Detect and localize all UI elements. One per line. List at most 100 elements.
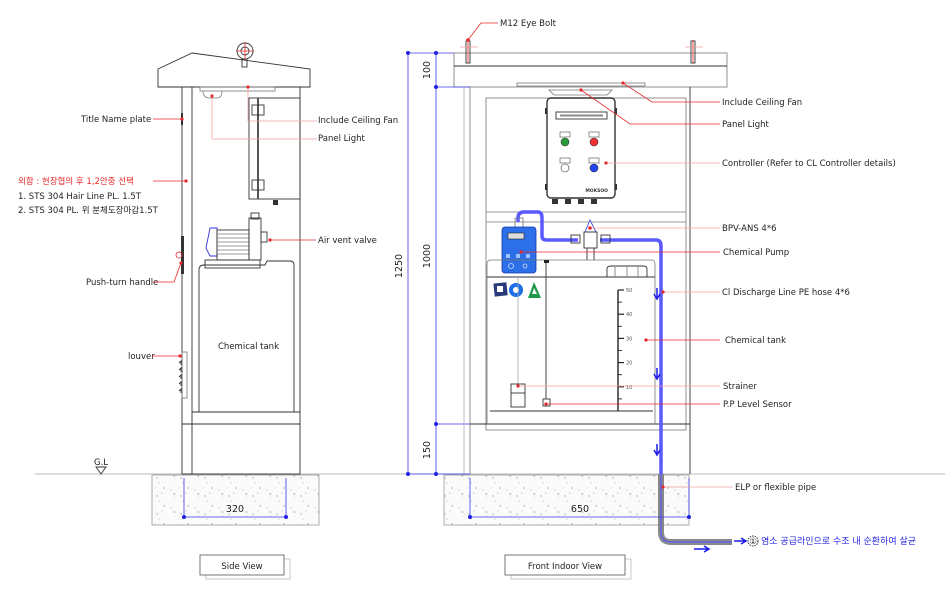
- red-lamp-icon: [589, 137, 599, 147]
- leader-controller: Controller (Refer to CL Controller detai…: [604, 159, 896, 169]
- down-arrow-icon: [653, 444, 661, 457]
- push-turn-handle-icon: [181, 236, 184, 274]
- outlet-note: ① 염소 공급라인으로 수조 내 순환하여 살균: [747, 535, 916, 547]
- side-body: [181, 86, 301, 475]
- outlet-note-text: 염소 공급라인으로 수조 내 순환하여 살균: [761, 535, 916, 547]
- front-foundation: [443, 474, 690, 526]
- scale-label: 50: [626, 288, 632, 294]
- leader-level-sensor: P.P Level Sensor: [544, 400, 792, 410]
- label-push-turn-handle: Push-turn handle: [86, 278, 158, 288]
- bpv-valve: [570, 219, 611, 260]
- label-front-panel-light: Panel Light: [722, 120, 770, 130]
- front-chemical-tank: 50 40 30 20 10: [486, 259, 656, 424]
- side-foundation: [151, 474, 320, 526]
- label-eye-bolt: M12 Eye Bolt: [500, 19, 557, 29]
- side-chemical-pump: [204, 212, 268, 269]
- controller-box: MOKSOO: [545, 97, 617, 204]
- side-view: Chemical tank 320 Title Name plate Inclu…: [18, 42, 398, 526]
- label-front-chemical-tank: Chemical tank: [725, 336, 786, 346]
- material-option-1: 1. STS 304 Hair Line PL. 1.5T: [18, 192, 142, 202]
- eye-bolt-icon: [236, 42, 254, 68]
- height-dimensions: 1250 100 1000 150: [394, 51, 470, 476]
- label-front-ceiling-fan: Include Ceiling Fan: [722, 98, 802, 108]
- side-view-title: Side View: [199, 554, 291, 580]
- ground-level-label: G.L: [94, 458, 108, 468]
- down-arrow-icon: [653, 368, 661, 381]
- label-chemical-pump: Chemical Pump: [723, 248, 789, 258]
- green-lamp-icon: [560, 137, 570, 147]
- leader-discharge-line: Cl Discharge Line PE hose 4*6: [661, 288, 850, 298]
- leader-strainer: Strainer: [516, 382, 757, 392]
- tank-scale: 50 40 30 20 10: [618, 288, 632, 400]
- down-arrow-icon: [653, 288, 661, 301]
- front-width-dimension: 650: [468, 478, 691, 519]
- controller-brand: MOKSOO: [585, 188, 608, 194]
- panel-light-icon: [202, 90, 223, 99]
- leader-louver: louver: [128, 352, 182, 362]
- right-arrow-icon: [734, 537, 748, 545]
- dim-roof: 100: [422, 61, 433, 79]
- label-side-panel-light: Panel Light: [318, 134, 366, 144]
- logo-icon: [493, 282, 541, 298]
- front-view: MOKSOO: [394, 19, 916, 553]
- label-bpv: BPV-ANS 4*6: [722, 224, 777, 234]
- flow-arrows: [653, 288, 748, 553]
- dim-body: 1000: [422, 244, 433, 268]
- selector-switch-icon: [560, 163, 570, 173]
- scale-label: 40: [626, 312, 632, 318]
- front-view-title-text: Front Indoor View: [528, 562, 602, 572]
- front-roof: [453, 52, 728, 88]
- louver-icon: [178, 351, 188, 399]
- leader-bpv: BPV-ANS 4*6: [592, 224, 777, 234]
- scale-label: 30: [626, 336, 632, 342]
- leader-eye-bolt: M12 Eye Bolt: [466, 19, 557, 42]
- dim-total-height: 1250: [394, 254, 405, 278]
- material-note-heading: 외함 : 현장협의 후 1,2안중 선택: [18, 176, 134, 187]
- level-sensor-icon: [542, 398, 551, 407]
- leader-elp-pipe: ELP or flexible pipe: [661, 483, 816, 493]
- side-controller-box: [248, 97, 301, 200]
- side-width-dimension: 320: [226, 504, 244, 515]
- outlet-marker: ①: [749, 537, 757, 547]
- ground-level-marker: G.L: [94, 458, 108, 475]
- leader-front-ceiling-fan: Include Ceiling Fan: [621, 81, 802, 108]
- eye-bolt-right-icon: [685, 40, 703, 64]
- leader-air-vent-valve: Air vent valve: [268, 236, 377, 246]
- label-strainer: Strainer: [723, 382, 757, 392]
- dim-base: 150: [422, 441, 433, 459]
- leader-side-ceiling-fan: Include Ceiling Fan: [246, 85, 398, 126]
- leader-push-turn-handle: Push-turn handle: [86, 261, 183, 288]
- side-roof: [157, 52, 311, 88]
- blue-switch-icon: [589, 163, 599, 173]
- label-controller: Controller (Refer to CL Controller detai…: [722, 159, 896, 169]
- side-view-title-text: Side View: [221, 562, 262, 572]
- side-tank-label: Chemical tank: [218, 342, 279, 352]
- leader-side-panel-light: Panel Light: [210, 94, 366, 144]
- leader-chemical-pump: Chemical Pump: [519, 248, 789, 258]
- side-chemical-tank: [198, 260, 295, 412]
- leader-front-chemical-tank: Chemical tank: [644, 336, 786, 346]
- strainer-icon: [510, 383, 526, 408]
- material-note: 외함 : 현장협의 후 1,2안중 선택 1. STS 304 Hair Lin…: [18, 176, 188, 216]
- ceiling-fan-icon: [516, 82, 646, 87]
- label-level-sensor: P.P Level Sensor: [723, 400, 792, 410]
- label-elp-pipe: ELP or flexible pipe: [735, 483, 816, 493]
- label-air-vent-valve: Air vent valve: [318, 236, 377, 246]
- front-panel-light-icon: [548, 89, 613, 96]
- leader-title-name-plate: Title Name plate: [80, 115, 184, 125]
- scale-label: 20: [626, 361, 632, 367]
- label-discharge-line: Cl Discharge Line PE hose 4*6: [722, 288, 850, 298]
- suction-hose: [516, 210, 578, 242]
- label-louver: louver: [128, 352, 155, 362]
- leader-front-panel-light: Panel Light: [579, 88, 770, 130]
- eye-bolt-left-icon: [460, 40, 478, 64]
- right-arrow-icon: [694, 545, 711, 553]
- dim-front-width: 650: [571, 504, 589, 515]
- discharge-hose: [600, 238, 663, 474]
- chemical-pump-icon: [501, 217, 537, 274]
- scale-label: 10: [626, 385, 632, 391]
- label-title-name-plate: Title Name plate: [80, 115, 151, 125]
- material-option-2: 2. STS 304 PL. 위 분체도장마감1.5T: [18, 205, 159, 216]
- label-side-ceiling-fan: Include Ceiling Fan: [318, 116, 398, 126]
